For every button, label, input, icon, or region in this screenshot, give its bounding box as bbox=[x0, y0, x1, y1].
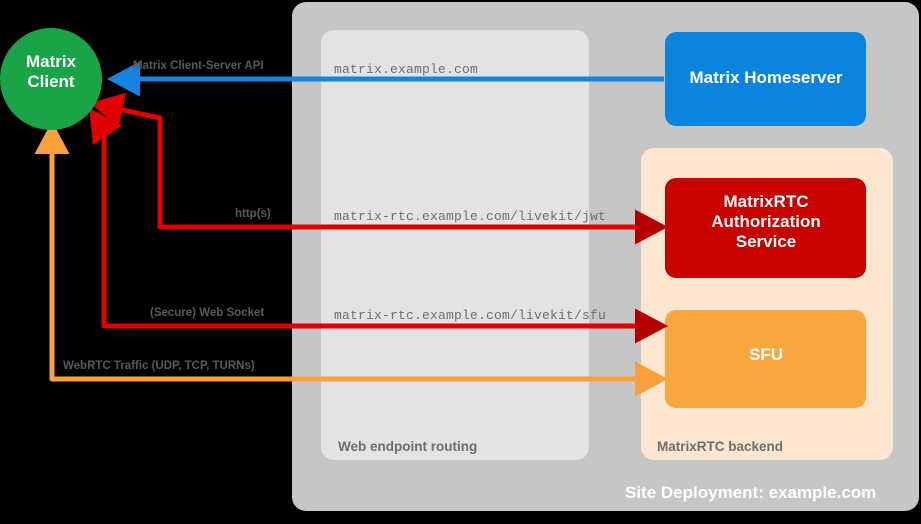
conn-websocket-label: (Secure) Web Socket bbox=[150, 307, 265, 319]
node-sfu[interactable] bbox=[665, 310, 866, 408]
conn-https-label: http(s) bbox=[235, 208, 271, 220]
conn-websocket-line bbox=[89, 107, 660, 329]
node-matrixrtc-authorization-service[interactable] bbox=[665, 178, 866, 278]
node-matrix-homeserver[interactable] bbox=[665, 32, 866, 126]
group-matrixrtc-backend-label: MatrixRTC backend bbox=[657, 439, 784, 454]
node-matrix-client[interactable] bbox=[0, 28, 102, 130]
endpoint-livekit-jwt-label: matrix-rtc.example.com/livekit/jwt bbox=[334, 209, 607, 224]
endpoint-matrix-label: matrix.example.com bbox=[334, 62, 479, 77]
conn-client-server-api-label: Matrix Client-Server API bbox=[133, 60, 264, 72]
group-web-endpoint-routing-label: Web endpoint routing bbox=[338, 439, 478, 454]
conn-webrtc-line bbox=[34, 120, 660, 382]
conn-https-line bbox=[90, 92, 660, 230]
group-web-endpoint-routing bbox=[321, 30, 589, 460]
conn-webrtc-label: WebRTC Traffic (UDP, TCP, TURNs) bbox=[63, 360, 255, 372]
site-deployment-label: Site Deployment: example.com bbox=[625, 483, 877, 502]
endpoint-livekit-sfu-label: matrix-rtc.example.com/livekit/sfu bbox=[334, 308, 607, 323]
